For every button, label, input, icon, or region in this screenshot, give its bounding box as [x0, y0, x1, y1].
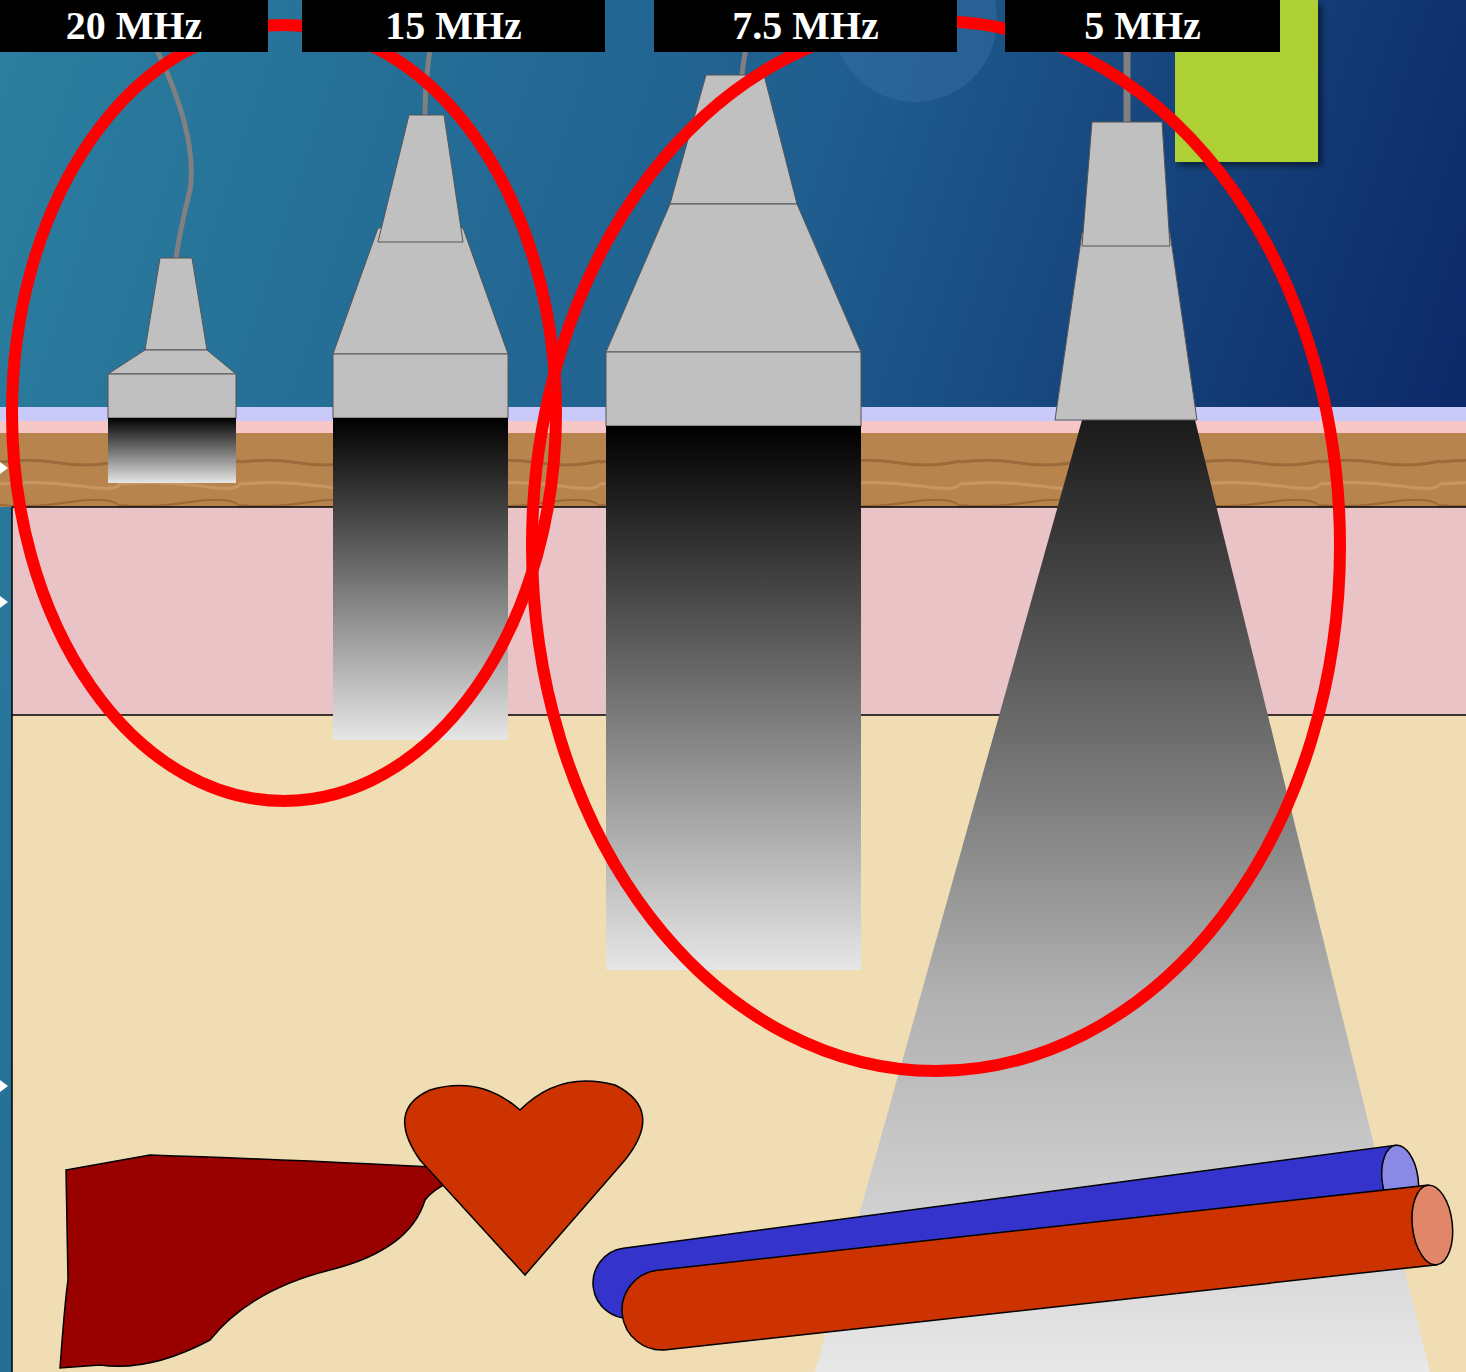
frequency-label: 15 MHz [302, 0, 605, 52]
frequency-text: 15 MHz [385, 4, 522, 48]
probe-20mhz [108, 0, 236, 483]
frequency-label: 5 MHz [1005, 0, 1280, 52]
probe-15mhz [333, 0, 508, 740]
frequency-text: 5 MHz [1084, 4, 1201, 48]
highlight-ellipse [12, 25, 556, 801]
bullet-mark [0, 1080, 8, 1092]
frequency-label: 20 MHz [0, 0, 268, 52]
artery [618, 1183, 1457, 1354]
probe-5mhz [1055, 0, 1197, 420]
liver [60, 1155, 490, 1368]
bullet-mark [0, 462, 8, 474]
frequency-text: 20 MHz [66, 4, 203, 48]
frequency-text: 7.5 MHz [732, 4, 879, 48]
heart [405, 1081, 643, 1275]
bullet-mark [0, 596, 8, 608]
highlight-ellipse [532, 21, 1340, 1071]
frequency-label: 7.5 MHz [654, 0, 957, 52]
probe-7-5mhz [606, 0, 861, 970]
